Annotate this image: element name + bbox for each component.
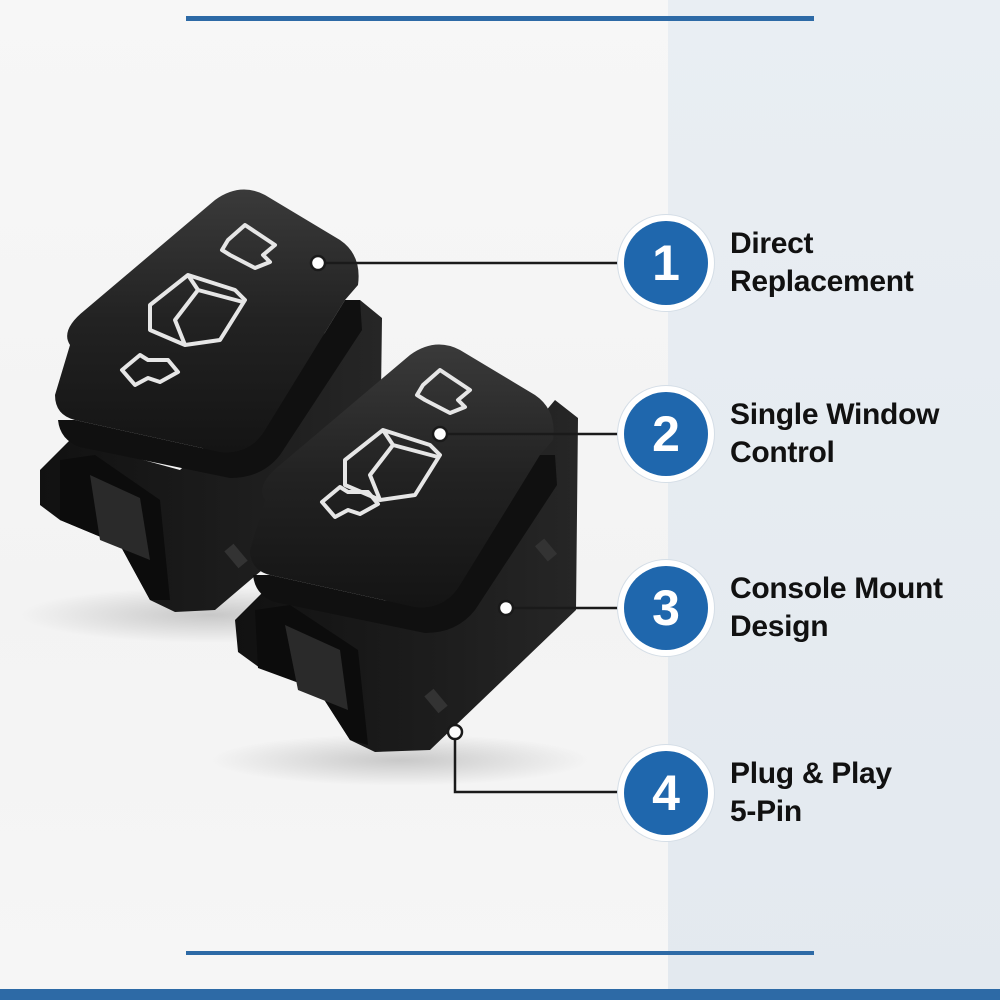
feature-badge: 2 — [618, 386, 714, 482]
features-panel-background — [668, 0, 1000, 1000]
feature-label: Plug & Play 5-Pin — [730, 755, 892, 831]
feature-4: 4 Plug & Play 5-Pin — [618, 745, 998, 841]
leader-line-4 — [453, 732, 622, 794]
feature-label-line2: Replacement — [730, 265, 914, 298]
feature-label-line1: Plug & Play — [730, 757, 892, 790]
window-door-icon — [343, 428, 442, 502]
arrow-down-icon — [320, 485, 380, 519]
window-switches-illustration — [20, 189, 590, 786]
feature-label-line1: Console Mount — [730, 572, 943, 605]
feature-label-line2: Control — [730, 436, 835, 469]
feature-number: 4 — [624, 751, 708, 835]
feature-label: Direct Replacement — [730, 225, 914, 301]
feature-number: 1 — [624, 221, 708, 305]
top-divider — [186, 16, 814, 21]
leader-dot-1 — [309, 254, 327, 272]
feature-badge: 3 — [618, 560, 714, 656]
feature-number: 3 — [624, 566, 708, 650]
feature-label: Single Window Control — [730, 396, 939, 472]
feature-1: 1 Direct Replacement — [618, 215, 998, 311]
feature-3: 3 Console Mount Design — [618, 560, 998, 656]
feature-2: 2 Single Window Control — [618, 386, 998, 482]
leader-dot-3 — [497, 599, 515, 617]
arrow-up-icon — [415, 368, 472, 415]
bottom-divider — [186, 951, 814, 955]
feature-label-line2: 5-Pin — [730, 795, 802, 828]
arrow-down-icon — [120, 353, 180, 387]
feature-label: Console Mount Design — [730, 570, 943, 646]
feature-label-line1: Direct — [730, 227, 814, 260]
feature-badge: 4 — [618, 745, 714, 841]
leader-dot-4 — [446, 723, 464, 741]
feature-label-line2: Design — [730, 610, 829, 643]
feature-number: 2 — [624, 392, 708, 476]
leader-dot-2 — [431, 425, 449, 443]
switch-right — [210, 344, 590, 786]
window-door-icon — [148, 273, 247, 347]
arrow-up-icon — [220, 223, 277, 270]
bottom-bar — [0, 989, 1000, 1000]
feature-label-line1: Single Window — [730, 398, 940, 431]
feature-badge: 1 — [618, 215, 714, 311]
